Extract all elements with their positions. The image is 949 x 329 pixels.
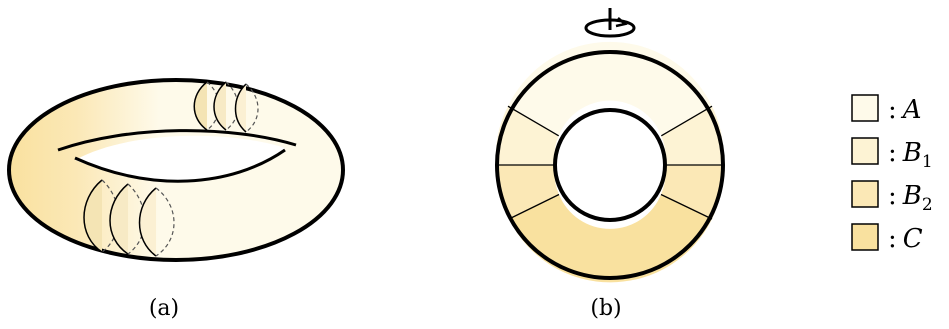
torus-hole [75,135,285,181]
annulus-region-c [509,194,712,283]
legend-swatch-b2 [851,180,879,208]
torus-upper-slices [193,81,259,133]
annulus-diagram: (b) [495,8,725,321]
svg-text::C: :C [888,224,923,254]
rotation-arrow-icon [584,8,636,38]
svg-text::B1: :B1 [888,138,933,172]
torus-diagram: (a) [7,78,345,321]
legend-label-b1: B [902,138,922,168]
legend-swatch-b1 [851,137,879,165]
legend-label-b2: B [902,181,922,211]
svg-text::A: :A [888,95,922,125]
legend-item-b2: :B2 [851,180,933,215]
torus-hole-lower-edge [74,148,286,183]
svg-text::B2: :B2 [888,181,933,215]
legend-label-a: A [901,95,922,125]
annulus-region-b2-left [495,165,559,219]
legend: :A :B1 :B2 :C [851,94,933,254]
annulus-outer-edge [495,50,725,280]
legend-item-c: :C [851,223,923,254]
legend-item-a: :A [851,94,922,125]
annulus-region-b1-right [661,106,724,165]
annulus-region-b2-right [661,165,724,219]
legend-label-c: C [903,224,923,254]
legend-separator: : [888,95,897,125]
torus-hole-upper-edge [57,129,297,152]
annulus-region-b1-left [495,106,559,165]
panel-b-caption: (b) [590,296,621,321]
annulus-dividers [496,105,723,220]
legend-sub-b1: 1 [922,152,933,172]
legend-sub-b2: 2 [922,195,933,215]
legend-item-b1: :B1 [851,137,933,172]
legend-swatch-c [851,223,879,251]
legend-swatch-a [851,94,879,122]
panel-a-caption: (a) [149,296,179,321]
annulus-inner-edge [553,108,667,222]
torus-lower-slices [83,179,175,257]
